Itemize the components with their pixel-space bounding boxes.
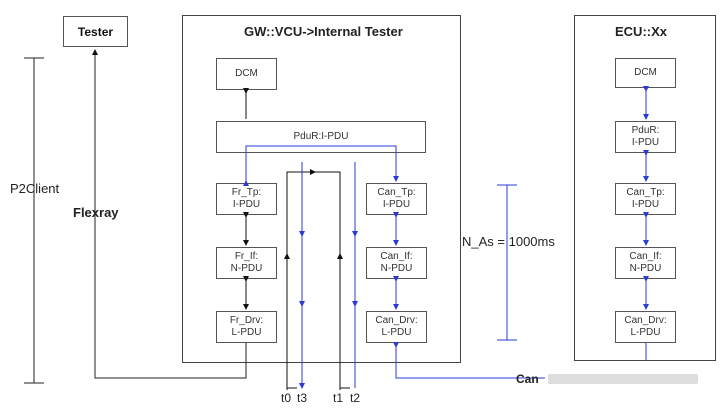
gw-can-tp-line2: I-PDU [382, 199, 411, 210]
ecu-title: ECU::Xx [615, 24, 668, 39]
gw-title: GW::VCU->Internal Tester [244, 24, 403, 39]
can-bus-path [393, 342, 545, 379]
gw-can-tp-line1: Can_Tp: [377, 187, 416, 198]
t1-label: t1 [333, 391, 344, 405]
timing-lines [284, 162, 358, 390]
pdur-route-blue [243, 145, 399, 186]
watermark-blur [548, 374, 698, 384]
p2client-bracket [24, 57, 44, 384]
ecu-pdur-box: PduR:I-PDU [615, 121, 676, 153]
ecu-can-tp-box: Can_Tp:I-PDU [615, 183, 676, 215]
flexray-label: Flexray [73, 205, 119, 220]
n-as-bracket [497, 184, 517, 341]
gw-can-if-line2: N-PDU [380, 263, 413, 274]
ecu-can-drv-line2: L-PDU [630, 327, 661, 338]
can-label: Can [516, 372, 539, 386]
gw-fr-drv-line1: Fr_Drv: [229, 315, 264, 326]
gw-can-if-line1: Can_If: [380, 251, 413, 262]
gw-can-drv-line1: Can_Drv: [375, 315, 418, 326]
gw-can-if-box: Can_If:N-PDU [366, 247, 427, 279]
ecu-pdur-line1: PduR: [631, 125, 660, 136]
gw-fr-if-line1: Fr_If: [234, 251, 259, 262]
gw-fr-drv-box: Fr_Drv:L-PDU [216, 311, 277, 343]
t0-label: t0 [281, 391, 292, 405]
ecu-can-if-line2: N-PDU [629, 263, 662, 274]
ecu-can-if-box: Can_If:N-PDU [615, 247, 676, 279]
gw-fr-if-box: Fr_If:N-PDU [216, 247, 277, 279]
p2client-label: P2Client [10, 181, 60, 196]
flexray-path [92, 49, 247, 379]
ecu-can-drv-box: Can_Drv:L-PDU [615, 311, 676, 343]
t3-label: t3 [297, 391, 308, 405]
ecu-pdur-line2: I-PDU [631, 137, 660, 148]
ecu-can-drv-line1: Can_Drv: [624, 315, 667, 326]
gw-fr-if-line2: N-PDU [230, 263, 263, 274]
gw-pdur-box: PduR:I-PDU [216, 121, 426, 153]
gw-fr-tp-line2: I-PDU [232, 199, 261, 210]
gw-can-drv-line2: L-PDU [381, 327, 412, 338]
ecu-can-if-line1: Can_If: [629, 251, 662, 262]
gw-fr-drv-line2: L-PDU [231, 327, 262, 338]
tester-box: Tester [63, 16, 128, 47]
t2-label: t2 [350, 391, 361, 405]
gw-fr-tp-line1: Fr_Tp: [231, 187, 262, 198]
n-as-label: N_As = 1000ms [462, 234, 555, 249]
ecu-can-tp-line2: I-PDU [631, 199, 660, 210]
ecu-can-tp-line1: Can_Tp: [626, 187, 665, 198]
gw-can-tp-box: Can_Tp:I-PDU [366, 183, 427, 215]
